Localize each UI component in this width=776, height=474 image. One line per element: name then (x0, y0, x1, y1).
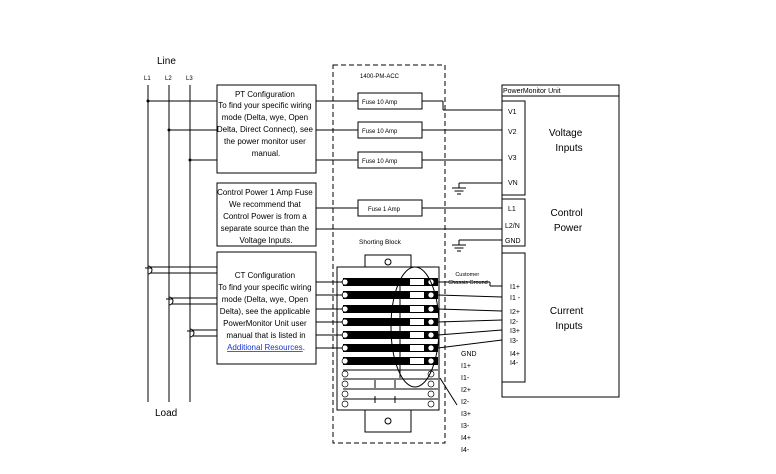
shorting-block-label: Shorting Block (359, 239, 402, 246)
phase-label-l3: L3 (186, 76, 193, 82)
control-fuse-note-box (216, 182, 317, 247)
voltage-terminal-block (501, 100, 526, 196)
current-terminals: I1+ I1 - I2+ I2- I3+ I3- I4+ I4- (510, 284, 522, 367)
pt-config-box (216, 84, 317, 174)
fuse-v1-label: Fuse 10 Amp (362, 100, 398, 106)
current-inputs-label: Current Inputs (550, 306, 586, 332)
control-fuse-note-text: Control Power 1 Amp Fuse We recommend th… (217, 188, 315, 245)
fuse-control-label: Fuse 1 Amp (368, 207, 401, 213)
voltage-terminals: V1 V2 V3 VN (508, 109, 519, 187)
accessory-label: 1400-PM-ACC (360, 74, 400, 80)
block-terminal-legend: GND I1+ I1- I2+ I2- I3+ I3- I4+ I4- (461, 351, 479, 454)
ct-config-box (216, 251, 317, 365)
ct-coils (145, 265, 217, 338)
fuse-v3-label: Fuse 10 Amp (362, 159, 398, 165)
fuse-wires (316, 100, 502, 230)
ct-config-link-line: Additional Resources. (227, 343, 305, 352)
control-power-label: Control Power (550, 208, 585, 234)
customer-ground-symbol (452, 239, 502, 252)
load-label: Load (155, 408, 177, 419)
current-terminal-block (501, 252, 526, 383)
fuse-v2 (357, 121, 423, 139)
fuse-v3 (357, 151, 423, 169)
customer-ground-label: Customer Chassis Ground (448, 272, 487, 286)
fuse-v2-label: Fuse 10 Amp (362, 129, 398, 135)
control-terminal-block (501, 198, 526, 247)
phase-label-l2: L2 (165, 76, 172, 82)
vn-ground-symbol (452, 182, 502, 195)
shorting-block (336, 254, 440, 433)
powermonitor-title: PowerMonitor Unit (503, 88, 561, 95)
pt-config-text: PT Configuration To find your specific w… (217, 90, 315, 158)
ct-wires (316, 281, 503, 406)
pt-taps (146, 99, 217, 162)
additional-resources-link[interactable]: Additional Resources (227, 343, 303, 352)
line-label: Line (157, 56, 176, 67)
fuse-v1 (357, 92, 423, 110)
fuse-control (357, 199, 423, 217)
ct-config-text: CT Configuration To find your specific w… (218, 271, 314, 340)
accessory-kit-boundary (332, 64, 446, 444)
phase-label-l1: L1 (144, 76, 151, 82)
voltage-inputs-label: Voltage Inputs (549, 128, 585, 154)
control-terminals: L1 L2/N GND (505, 206, 522, 245)
